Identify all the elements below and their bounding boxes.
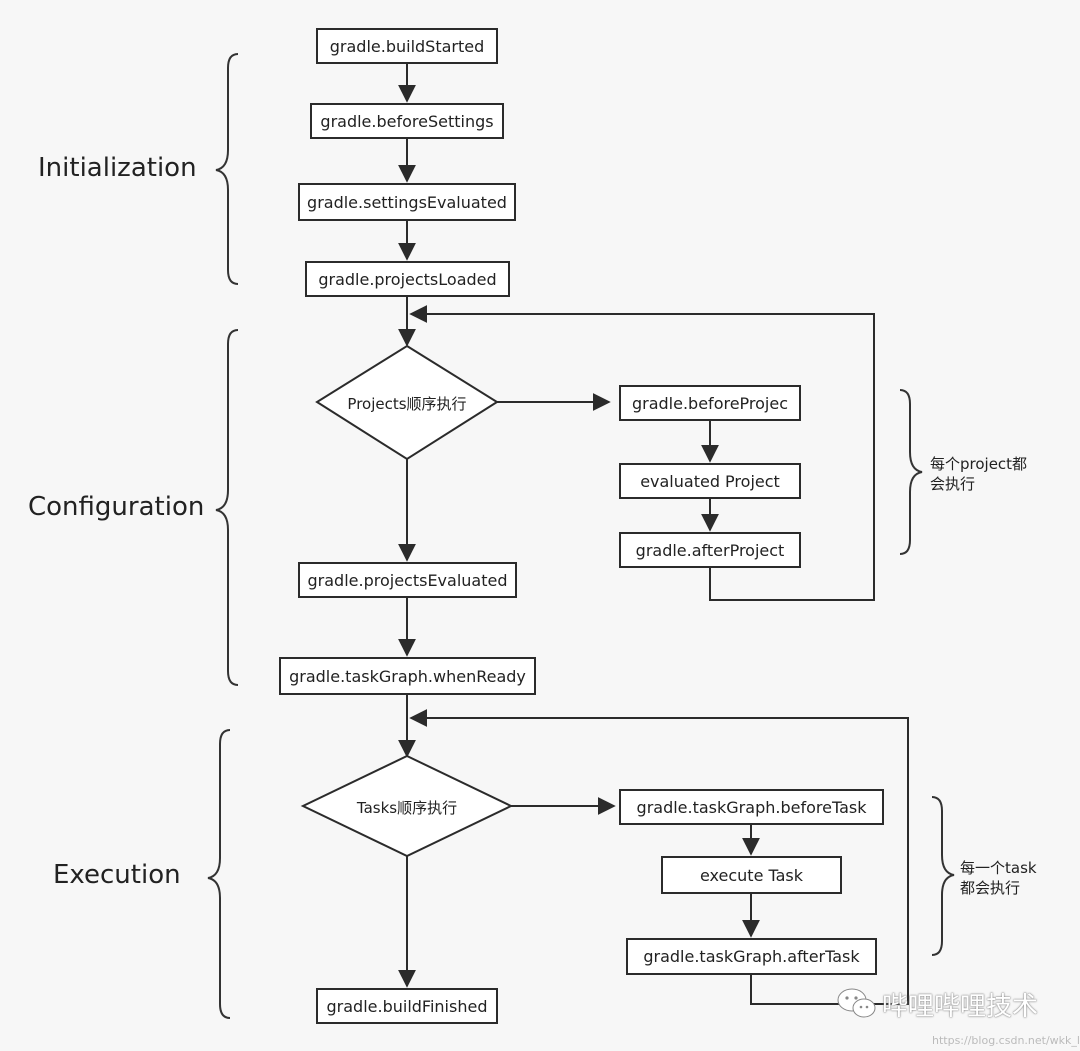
node-build-started: gradle.buildStarted [316, 28, 498, 64]
node-before-settings: gradle.beforeSettings [310, 103, 504, 139]
arrow-aftertask-loop-back [409, 709, 909, 1005]
note-per-project-line1: 每个project都 [930, 455, 1028, 473]
configuration-brace [215, 329, 239, 686]
note-per-task-line1: 每一个task [960, 859, 1037, 877]
note-per-project: 每个project都 会执行 [930, 454, 1027, 494]
initialization-brace [215, 53, 239, 285]
node-before-project: gradle.beforeProjec [619, 385, 801, 421]
projects-decision-diamond [315, 344, 499, 461]
node-evaluated-project: evaluated Project [619, 463, 801, 499]
per-task-brace [931, 796, 955, 956]
node-projects-loaded: gradle.projectsLoaded [305, 261, 510, 297]
node-projects-evaluated: gradle.projectsEvaluated [298, 562, 517, 598]
node-build-finished: gradle.buildFinished [316, 988, 498, 1024]
phase-execution: Execution [53, 860, 181, 890]
tasks-decision-label: Tasks顺序执行 [356, 799, 458, 817]
node-after-task: gradle.taskGraph.afterTask [626, 938, 877, 975]
node-execute-task: execute Task [661, 856, 842, 894]
note-per-task: 每一个task 都会执行 [960, 858, 1037, 898]
projects-decision-label: Projects顺序执行 [347, 395, 467, 413]
node-before-task: gradle.taskGraph.beforeTask [619, 789, 884, 825]
node-settings-evaluated: gradle.settingsEvaluated [298, 183, 516, 221]
watermark-text: 哔哩哔哩技术 [882, 992, 1039, 1022]
note-per-task-line2: 都会执行 [960, 879, 1021, 897]
execution-brace [207, 729, 231, 1019]
phase-initialization: Initialization [38, 153, 197, 183]
per-project-brace [899, 389, 923, 555]
phase-configuration: Configuration [28, 492, 205, 522]
node-after-project: gradle.afterProject [619, 532, 801, 568]
wechat-logo-icon [837, 988, 876, 1018]
watermark-url: https://blog.csdn.net/wkk_ly [932, 1034, 1080, 1047]
tasks-decision-diamond [300, 754, 514, 858]
note-per-project-line2: 会执行 [930, 475, 976, 493]
arrow-afterproject-loop-back [409, 305, 875, 601]
node-when-ready: gradle.taskGraph.whenReady [279, 657, 536, 695]
